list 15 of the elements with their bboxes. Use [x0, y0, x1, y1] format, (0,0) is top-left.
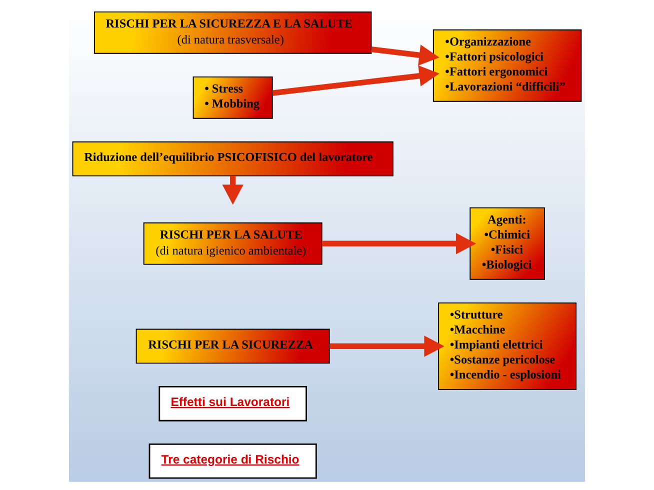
node-box: RISCHI PER LA SALUTE (di natura igienico ambientale)	[143, 222, 322, 265]
node-box: RISCHI PER LA SICUREZZA E LA SALUTE (di natura trasversale)	[94, 11, 372, 54]
node-box: • Stress • Mobbing	[192, 76, 273, 119]
arrow	[330, 336, 444, 357]
arrow	[370, 44, 440, 66]
node-box: RISCHI PER LA SICUREZZA	[136, 328, 330, 364]
node-box: •Strutture •Macchine •Impianti elettrici •Sostanze pericolose •Incendio - esplosioni	[438, 302, 577, 390]
node-box: •Organizzazione •Fattori psicologici •Fattori ergonomici •Lavorazioni “difficili”	[432, 29, 582, 102]
node-box: Effetti sui Lavoratori	[158, 386, 307, 422]
node-box: Riduzione dell’equilibrio PSICOFISICO del lavoratore	[72, 141, 394, 176]
arrow	[272, 65, 440, 96]
arrow	[322, 232, 476, 254]
node-box: Tre categorie di Rischio	[148, 443, 317, 479]
node-box: Agenti: •Chimici •Fisici •Biologici	[470, 207, 545, 280]
arrow	[222, 176, 244, 205]
